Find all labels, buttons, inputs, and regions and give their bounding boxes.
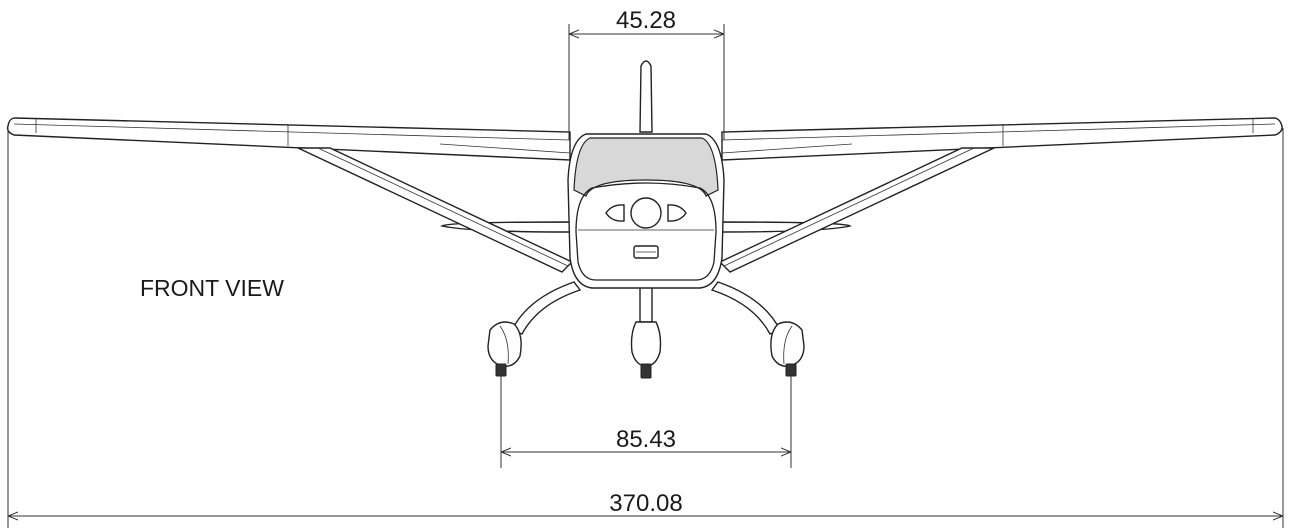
wheels (487, 321, 805, 379)
windshield (573, 137, 719, 197)
fuselage (567, 133, 725, 289)
propeller-spinner (630, 197, 662, 229)
nose-wheel (630, 321, 662, 367)
dimension-wingspan: 370.08 (7, 128, 1284, 528)
landing-gear (511, 281, 781, 335)
engine-cowl (575, 182, 717, 281)
left-air-intake (605, 204, 625, 222)
dimension-wheel-track: 85.43 (500, 376, 792, 468)
wing-struts (297, 147, 995, 273)
view-label: FRONT VIEW (140, 275, 284, 301)
dimension-fuselage-width: 45.28 (568, 7, 725, 140)
dimension-label-wingspan: 370.08 (609, 490, 682, 517)
dimension-label-wheel-track: 85.43 (616, 426, 676, 453)
right-air-intake (667, 204, 687, 222)
right-main-wheel (770, 321, 805, 367)
left-wing (6, 117, 571, 161)
vertical-fin (639, 60, 653, 133)
left-main-wheel (487, 321, 522, 367)
right-wing (721, 117, 1283, 161)
dimension-label-fuselage-width: 45.28 (616, 7, 676, 34)
wing (6, 117, 1283, 161)
